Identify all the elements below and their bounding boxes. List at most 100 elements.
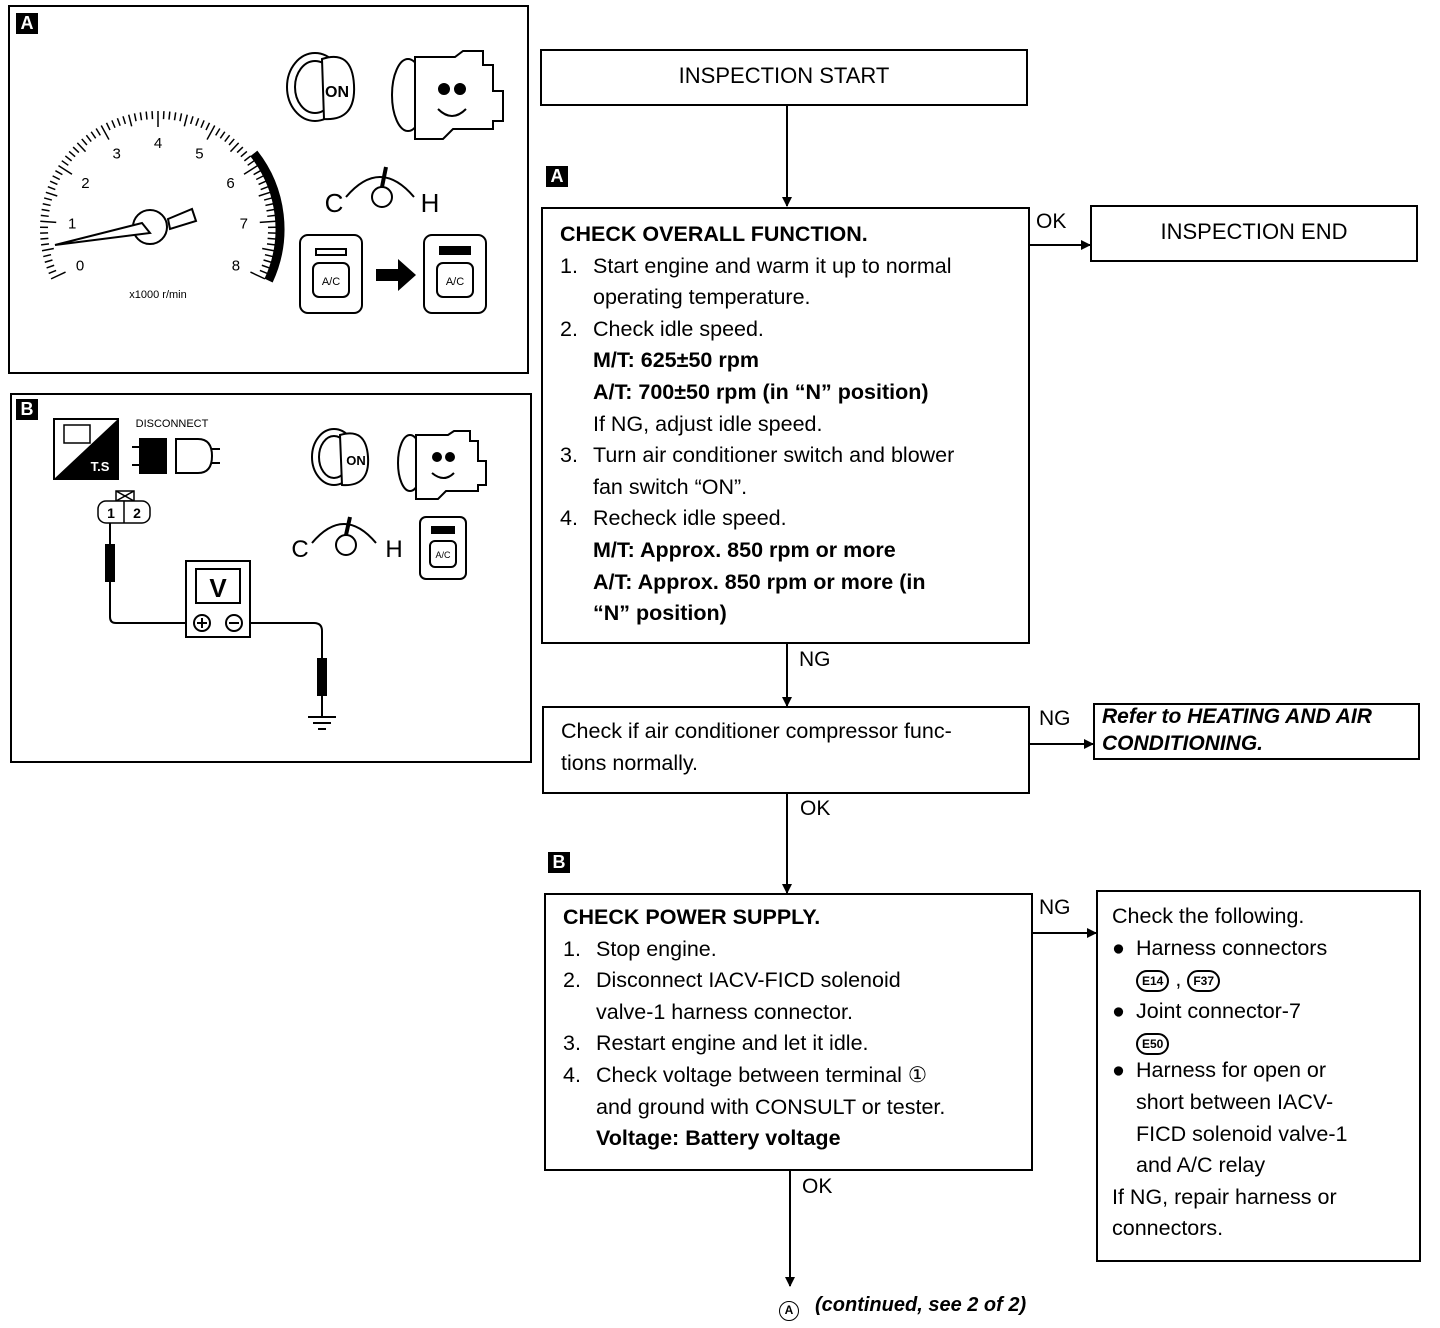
gauge-tick bbox=[122, 116, 127, 125]
step3-line: Stop engine. bbox=[596, 936, 717, 961]
step3-line: Disconnect IACV-FICD solenoid bbox=[596, 968, 901, 993]
gauge-tick bbox=[255, 175, 264, 181]
check-overall-function-box: CHECK OVERALL FUNCTION. 1.Start engine a… bbox=[541, 207, 1030, 644]
check-item: Joint connector-7 bbox=[1136, 998, 1301, 1023]
panel-b: B T.S DISCONNECT 1 2 bbox=[10, 393, 532, 763]
gauge-tick-label: 3 bbox=[112, 146, 120, 163]
gauge-tick bbox=[68, 150, 76, 158]
gauge-tick bbox=[43, 253, 52, 258]
ac-switch-off-icon: A/C bbox=[299, 234, 363, 314]
spec-voltage: Voltage: Battery voltage bbox=[596, 1126, 841, 1151]
compressor-line: Check if air conditioner compressor func… bbox=[561, 719, 952, 743]
ng-label-2: NG bbox=[1039, 707, 1071, 730]
refer-heating-box: Refer to HEATING AND AIR CONDITIONING. bbox=[1093, 703, 1420, 760]
gauge-tick-label: 5 bbox=[195, 146, 203, 163]
refer-heating-content: Refer to HEATING AND AIR CONDITIONING. bbox=[1102, 703, 1372, 757]
step1-num: 2. bbox=[560, 316, 578, 341]
disconnect-label: DISCONNECT bbox=[136, 418, 209, 430]
gauge-unit-label: x1000 r/min bbox=[129, 289, 186, 301]
gauge-tick bbox=[243, 155, 252, 162]
step3-num: 1. bbox=[563, 936, 581, 961]
step-b-tag: B bbox=[548, 852, 570, 873]
gauge-tick bbox=[58, 164, 73, 175]
temp-hot-label-b: H bbox=[385, 536, 402, 563]
check-compressor-content: Check if air conditioner compressor func… bbox=[561, 716, 952, 779]
gauge-tick bbox=[179, 113, 183, 122]
step1-num: 4. bbox=[560, 506, 578, 531]
connector-e14: E14 bbox=[1136, 969, 1170, 992]
gauge-tick bbox=[265, 202, 274, 207]
gauge-tick-label: 4 bbox=[154, 135, 162, 152]
gauge-tick-label: 6 bbox=[226, 175, 234, 192]
refer-line: CONDITIONING. bbox=[1102, 732, 1263, 755]
gauge-tick bbox=[76, 142, 87, 153]
bullet-icon: ● bbox=[1112, 1058, 1125, 1083]
step1-num: 3. bbox=[560, 443, 578, 468]
step1-line: Recheck idle speed. bbox=[593, 506, 787, 531]
inspection-start-label: INSPECTION START bbox=[678, 63, 890, 88]
gauge-tick bbox=[253, 170, 261, 176]
spec-mt-idle: M/T: 625±50 rpm bbox=[593, 348, 759, 373]
step-a-tag: A bbox=[546, 166, 568, 187]
engine-running-icon-b bbox=[397, 430, 487, 500]
panel-b-illustration: T.S DISCONNECT 1 2 bbox=[53, 418, 487, 730]
gauge-tick bbox=[266, 208, 275, 212]
voltmeter-label: V bbox=[209, 573, 227, 603]
gauge-tick bbox=[263, 197, 273, 201]
ng-label-1: NG bbox=[799, 648, 831, 671]
step1-line: fan switch “ON”. bbox=[593, 474, 748, 499]
gauge-tick bbox=[133, 113, 137, 122]
gauge-tick bbox=[40, 243, 50, 246]
step3-line: Restart engine and let it idle. bbox=[596, 1031, 869, 1056]
step1-line: Start engine and warm it up to normal bbox=[593, 253, 952, 278]
gauge-tick bbox=[240, 150, 248, 158]
spec-mt-ac: M/T: Approx. 850 rpm or more bbox=[593, 537, 896, 562]
gauge-tick bbox=[206, 125, 216, 140]
step3-line: valve-1 harness connector. bbox=[596, 999, 853, 1024]
gauge-tick bbox=[116, 117, 121, 126]
terminal-1-label: 1 bbox=[107, 505, 115, 521]
voltmeter-icon: V bbox=[185, 560, 251, 638]
step3-title: CHECK POWER SUPPLY. bbox=[563, 905, 821, 929]
gauge-tick bbox=[183, 114, 189, 127]
continued-label: (continued, see 2 of 2) bbox=[815, 1294, 1027, 1316]
gauge-tick bbox=[258, 180, 267, 186]
gauge-tick bbox=[258, 191, 271, 197]
gauge-tick bbox=[127, 114, 133, 127]
gauge-tick-label: 8 bbox=[232, 257, 240, 274]
temperature-gauge-icon: C H bbox=[325, 166, 439, 218]
bullet-icon: ● bbox=[1112, 998, 1125, 1023]
gauge-tick bbox=[250, 271, 266, 280]
gauge-tick bbox=[100, 125, 110, 140]
gauge-tick bbox=[105, 122, 111, 131]
gauge-tick bbox=[224, 134, 231, 143]
gauge-tick bbox=[64, 155, 73, 162]
gauge-tick bbox=[72, 146, 80, 154]
gauge-tick bbox=[267, 237, 276, 240]
gauge-tick bbox=[236, 146, 244, 154]
ignition-key-on-icon-b: ON bbox=[311, 428, 370, 487]
gauge-tick bbox=[41, 208, 50, 212]
gauge-tick-label: 0 bbox=[76, 257, 84, 274]
spec-at-ac: A/T: Approx. 850 rpm or more (in bbox=[593, 569, 926, 594]
ac-label: A/C bbox=[322, 276, 340, 288]
gauge-tick bbox=[266, 243, 276, 246]
gauge-tick-label: 2 bbox=[81, 175, 89, 192]
gauge-tick bbox=[48, 269, 57, 275]
gauge-tick bbox=[41, 247, 54, 252]
ac-switch-on-icon-b: A/C bbox=[419, 516, 467, 580]
gauge-tick bbox=[111, 120, 116, 129]
voltmeter-circuit bbox=[105, 523, 336, 730]
gauge-tick bbox=[50, 271, 66, 280]
check-item: Harness for open or bbox=[1136, 1058, 1327, 1083]
gauge-tick bbox=[42, 202, 51, 207]
terminal-2-label: 2 bbox=[133, 505, 141, 521]
gauge-tick bbox=[145, 111, 148, 120]
gauge-tick bbox=[45, 191, 58, 197]
step1-line: operating temperature. bbox=[593, 285, 811, 310]
check-item: short between IACV- bbox=[1136, 1089, 1334, 1114]
gauge-tick bbox=[95, 128, 101, 136]
